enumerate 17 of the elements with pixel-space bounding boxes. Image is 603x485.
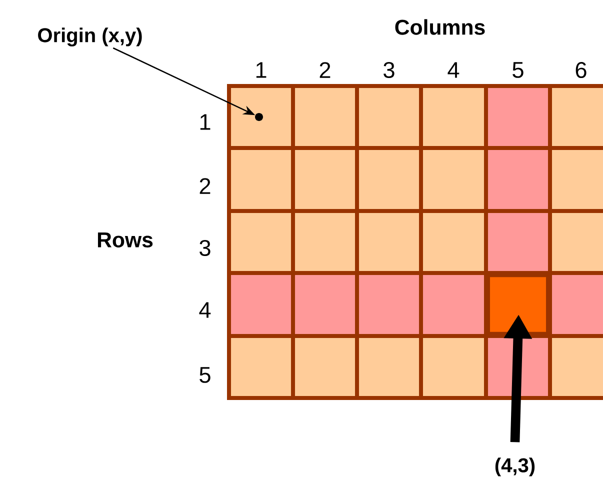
callout-text: Origin (x,y): [38, 28, 142, 46]
index-number: 5: [512, 62, 524, 78]
index-number: 6: [576, 62, 586, 78]
index-number: 2: [320, 62, 330, 78]
index-number: 1: [200, 114, 210, 130]
highlighted-cell: [486, 273, 550, 336]
index-number: 4: [448, 62, 460, 78]
index-number: 4: [199, 302, 211, 318]
index-number: 3: [200, 240, 210, 256]
index-number: 5: [200, 367, 210, 383]
coordinate-label: (4,3): [495, 458, 535, 476]
origin-dot: [255, 113, 263, 121]
index-number: 1: [256, 62, 266, 78]
index-number: 3: [384, 62, 394, 78]
axis-title: Columns: [395, 19, 485, 35]
axis-title: Rows: [98, 232, 153, 248]
index-number: 2: [200, 178, 210, 194]
